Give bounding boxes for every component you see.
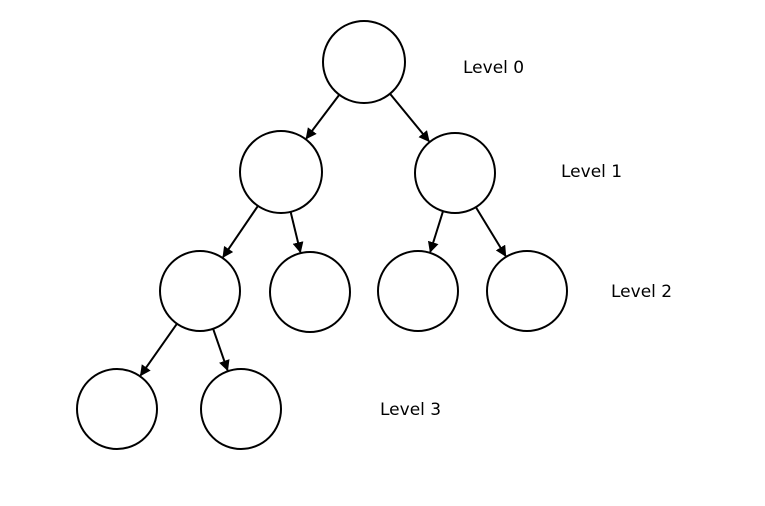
tree-node-n2b[interactable] bbox=[269, 251, 351, 333]
tree-node-n2d[interactable] bbox=[486, 250, 568, 332]
tree-edge bbox=[139, 323, 178, 377]
tree-node-n1R[interactable] bbox=[414, 132, 496, 214]
tree-edge bbox=[474, 206, 507, 257]
level-label-lvl2: Level 2 bbox=[611, 282, 672, 302]
tree-edge bbox=[222, 205, 259, 259]
tree-edge bbox=[389, 93, 430, 143]
tree-edge bbox=[305, 94, 341, 140]
level-labels-group: Level 0 Level 1 Level 2 Level 3 bbox=[380, 58, 672, 420]
level-label-lvl1: Level 1 bbox=[561, 162, 622, 182]
tree-edge bbox=[212, 328, 230, 372]
tree-node-n3b[interactable] bbox=[200, 368, 282, 450]
tree-node-n1L[interactable] bbox=[239, 130, 323, 214]
nodes-group bbox=[76, 20, 568, 450]
tree-edge bbox=[427, 210, 444, 253]
edges-group bbox=[139, 93, 507, 377]
tree-node-n0[interactable] bbox=[322, 20, 406, 104]
tree-node-n3a[interactable] bbox=[76, 368, 158, 450]
tree-edge bbox=[289, 211, 304, 254]
tree-node-n2c[interactable] bbox=[377, 250, 459, 332]
level-label-lvl3: Level 3 bbox=[380, 400, 441, 420]
level-label-lvl0: Level 0 bbox=[463, 58, 524, 78]
tree-node-n2a[interactable] bbox=[159, 250, 241, 332]
